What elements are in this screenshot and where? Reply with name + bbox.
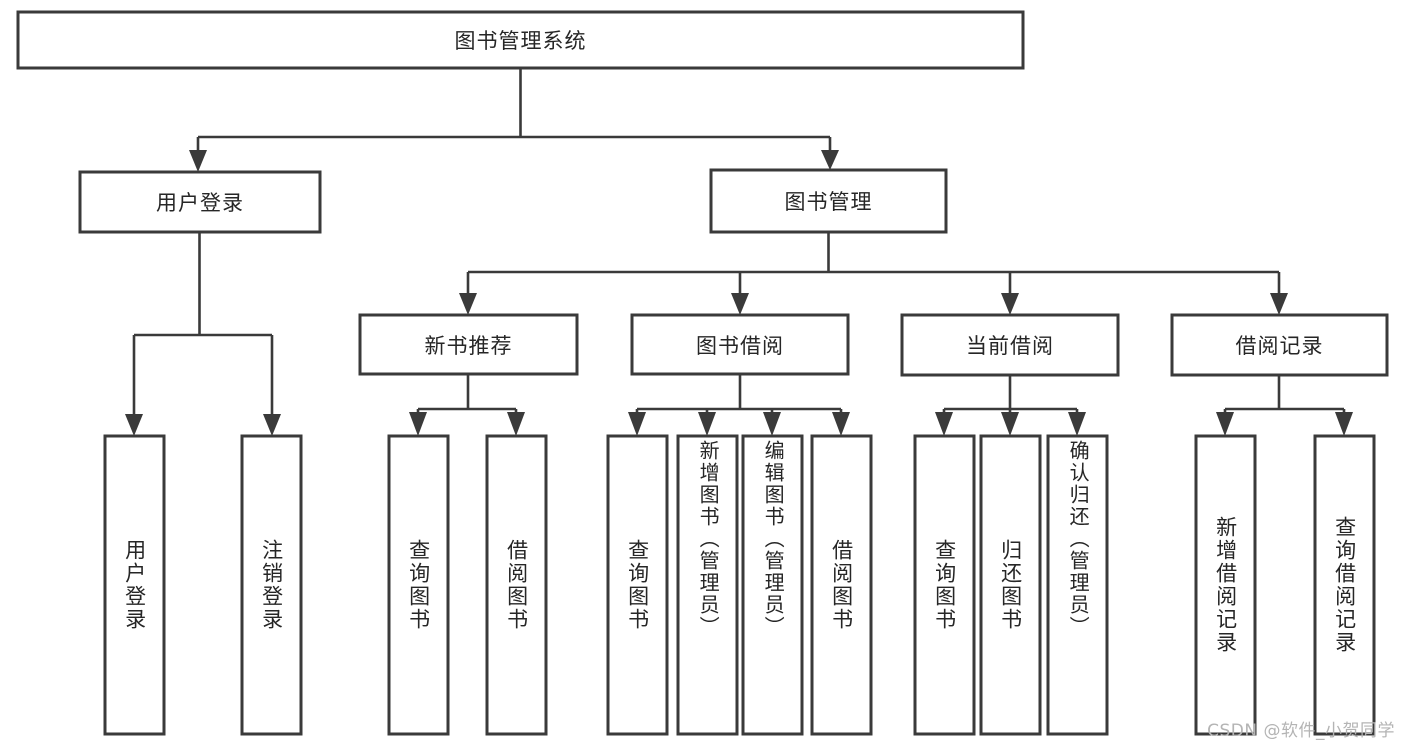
leaf-box-borrow-book-2[interactable] xyxy=(810,434,873,736)
leaf-box-query-book-2[interactable] xyxy=(606,434,669,736)
node-book-borrow-box[interactable] xyxy=(630,313,850,376)
leaf-box-user-login[interactable] xyxy=(103,434,166,736)
node-book-manage-box[interactable] xyxy=(709,168,948,234)
connector-current-borrow-to-leaves xyxy=(935,375,1086,436)
node-borrow-record-box[interactable] xyxy=(1170,313,1389,377)
leaf-box-add-record[interactable] xyxy=(1194,434,1257,736)
connector-book-manage-to-level3 xyxy=(459,232,1288,315)
connector-user-login-to-leaves xyxy=(125,232,281,436)
leaf-box-borrow-book-1[interactable] xyxy=(485,434,548,736)
connector-book-borrow-to-leaves xyxy=(628,374,850,436)
leaf-box-query-record[interactable] xyxy=(1313,434,1376,736)
node-root-box[interactable] xyxy=(16,10,1025,70)
connector-new-book-rec-to-leaves xyxy=(409,374,525,436)
leaf-box-confirm-return[interactable] xyxy=(1046,434,1109,736)
leaf-box-add-book[interactable] xyxy=(676,434,739,736)
node-current-borrow-box[interactable] xyxy=(900,313,1120,377)
node-new-book-rec-box[interactable] xyxy=(358,313,579,376)
node-user-login-box[interactable] xyxy=(78,170,322,234)
leaf-box-user-logout[interactable] xyxy=(240,434,303,736)
connector-borrow-record-to-leaves xyxy=(1216,375,1353,436)
leaf-box-query-book-1[interactable] xyxy=(387,434,450,736)
leaf-box-edit-book[interactable] xyxy=(741,434,804,736)
leaf-box-return-book[interactable] xyxy=(979,434,1042,736)
leaf-box-query-book-3[interactable] xyxy=(913,434,976,736)
connector-root-to-level2 xyxy=(189,68,839,172)
